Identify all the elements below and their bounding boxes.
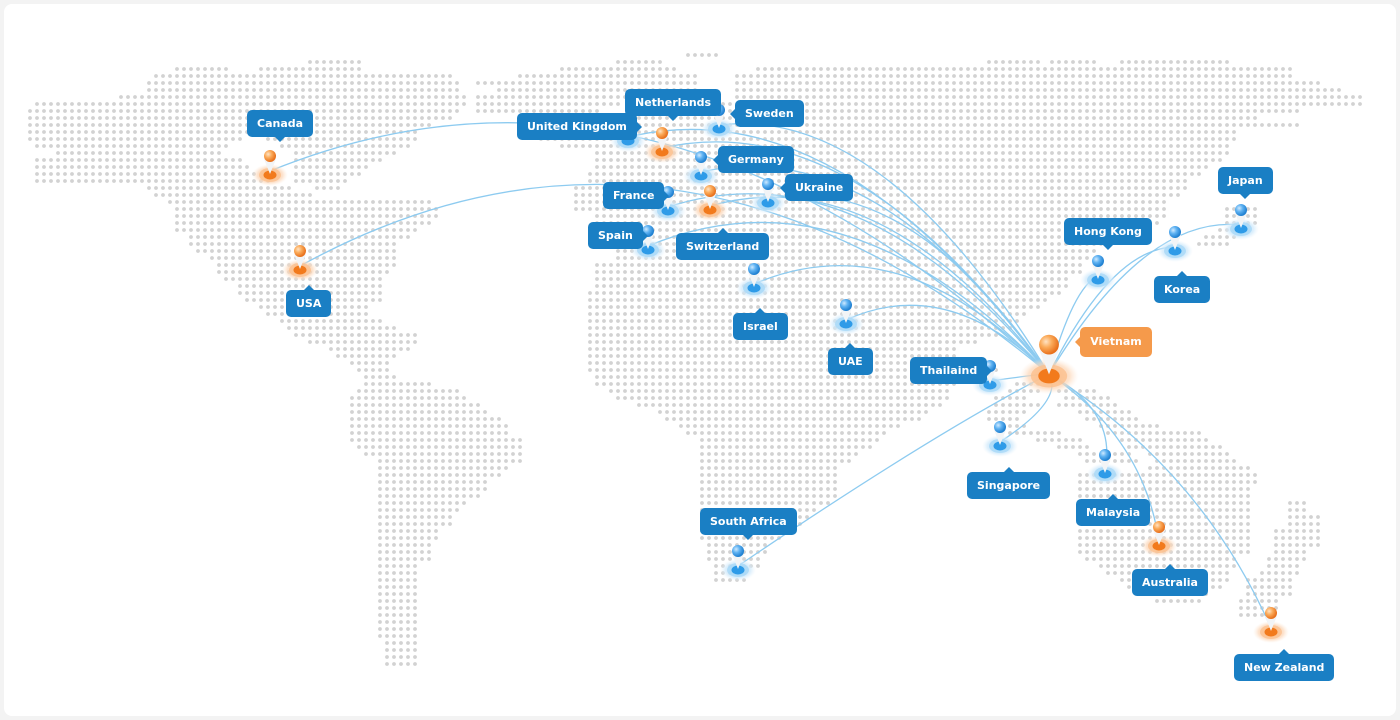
blue-pin-icon[interactable] — [750, 178, 786, 214]
location-label-korea[interactable]: Korea — [1154, 271, 1211, 303]
location-label-spain[interactable]: Spain — [588, 222, 648, 249]
hub-pin-icon[interactable] — [1019, 334, 1079, 395]
location-label-usa[interactable]: USA — [286, 285, 332, 317]
location-label-malaysia[interactable]: Malaysia — [1076, 494, 1151, 526]
location-label-netherlands[interactable]: Netherlands — [625, 89, 722, 121]
location-label-canada[interactable]: Canada — [247, 110, 314, 142]
route-line — [647, 221, 1050, 375]
location-label-ukraine[interactable]: Ukraine — [779, 174, 854, 201]
blue-pin-icon[interactable] — [1223, 204, 1259, 240]
route-line — [299, 183, 1050, 375]
orange-pin-icon[interactable] — [1141, 521, 1177, 557]
orange-pin-icon[interactable] — [692, 185, 728, 221]
markers — [252, 104, 1289, 643]
route-line — [845, 304, 1050, 375]
route-line — [753, 265, 1050, 375]
blue-pin-icon[interactable] — [701, 104, 737, 140]
location-label-thailaind[interactable]: Thailaind — [910, 357, 993, 384]
blue-pin-icon[interactable] — [982, 421, 1018, 457]
location-label-uae[interactable]: UAE — [828, 343, 873, 375]
route-line — [767, 194, 1050, 375]
blue-pin-icon[interactable] — [828, 299, 864, 335]
location-label-vietnam[interactable]: Vietnam — [1075, 327, 1152, 357]
route-line — [1048, 223, 1242, 375]
location-label-hong-kong[interactable]: Hong Kong — [1064, 218, 1152, 250]
blue-pin-icon[interactable] — [1087, 449, 1123, 485]
orange-pin-icon[interactable] — [252, 150, 288, 186]
location-label-australia[interactable]: Australia — [1132, 564, 1208, 596]
orange-pin-icon[interactable] — [644, 127, 680, 163]
location-label-germany[interactable]: Germany — [713, 146, 794, 173]
blue-pin-icon[interactable] — [720, 545, 756, 581]
blue-pin-icon[interactable] — [1157, 226, 1193, 262]
location-label-france[interactable]: France — [603, 182, 671, 209]
location-label-united-kingdom[interactable]: United Kingdom — [517, 113, 642, 140]
blue-pin-icon[interactable] — [736, 263, 772, 299]
location-label-sweden[interactable]: Sweden — [730, 100, 804, 127]
location-label-south-africa[interactable]: South Africa — [700, 508, 797, 540]
blue-pin-icon[interactable] — [1080, 255, 1116, 291]
route-line — [1048, 373, 1160, 543]
route-line — [667, 193, 1050, 375]
location-label-new-zealand[interactable]: New Zealand — [1234, 649, 1335, 681]
orange-pin-icon[interactable] — [282, 245, 318, 281]
location-label-israel[interactable]: Israel — [733, 308, 788, 340]
location-label-singapore[interactable]: Singapore — [967, 467, 1051, 499]
blue-pin-icon[interactable] — [683, 151, 719, 187]
location-label-japan[interactable]: Japan — [1218, 167, 1273, 199]
route-line — [1048, 373, 1272, 629]
orange-pin-icon[interactable] — [1253, 607, 1289, 643]
location-label-switzerland[interactable]: Switzerland — [676, 228, 770, 260]
